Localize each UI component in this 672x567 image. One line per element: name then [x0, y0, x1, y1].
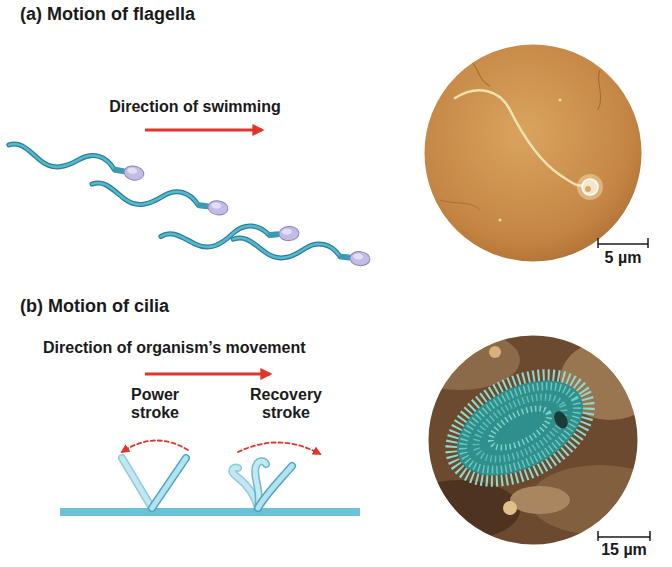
scale-bar	[598, 531, 650, 541]
direction-arrow	[145, 373, 270, 376]
stroke-label: Power stroke	[120, 386, 190, 423]
scale-label: 5 µm	[605, 249, 642, 267]
ciliate-micrograph	[400, 330, 670, 550]
sperm-cell	[7, 141, 146, 183]
cilium-recovery-stroke	[232, 442, 320, 508]
cilium-power-stroke	[122, 440, 188, 508]
scale-label: 15 µm	[601, 541, 647, 559]
sperm-micrograph	[420, 40, 650, 270]
cell-surface	[60, 508, 360, 516]
direction-label: Direction of swimming	[109, 98, 281, 116]
stroke-label: Recovery stroke	[244, 386, 328, 423]
sperm-cell	[90, 180, 229, 217]
direction-label: Direction of organism’s movement	[43, 339, 306, 357]
panel-heading: (b) Motion of cilia	[20, 296, 169, 317]
panel-heading: (a) Motion of flagella	[20, 4, 195, 25]
sperm-cell	[161, 223, 300, 251]
direction-arrow	[145, 129, 262, 132]
sperm-cell	[232, 235, 371, 267]
sperm-illustration	[7, 141, 371, 268]
scale-bar	[598, 238, 648, 248]
